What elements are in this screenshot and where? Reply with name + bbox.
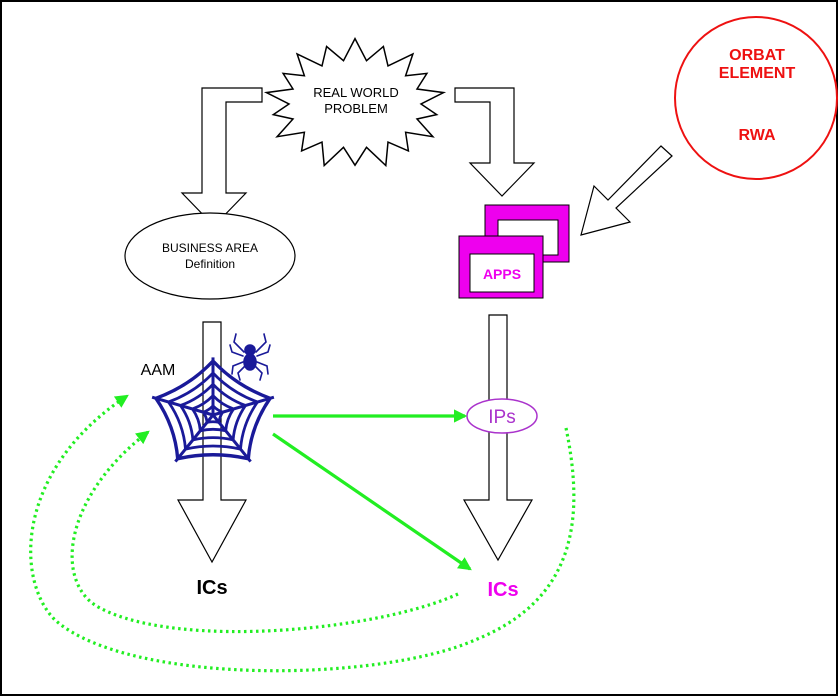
- spider-icon: [229, 333, 271, 381]
- orbat-element: ORBAT ELEMENT RWA: [674, 16, 838, 180]
- problem-label-line1: REAL WORLD: [313, 85, 398, 100]
- orbat-circle: [674, 16, 838, 180]
- web-ring: [201, 404, 225, 424]
- ics-left-label: ICs: [196, 577, 227, 599]
- business-area-label-line2: Definition: [185, 257, 235, 271]
- business-area-label-line1: BUSINESS AREA: [162, 241, 258, 255]
- web-ring: [191, 394, 235, 433]
- aam-label: AAM: [141, 362, 176, 379]
- spider-web-icon: [151, 357, 275, 463]
- business-area-ellipse: [124, 212, 296, 300]
- apps-icon: APPS: [458, 204, 570, 299]
- business-area: BUSINESS AREA Definition: [124, 212, 296, 300]
- problem-burst: REAL WORLD PROBLEM: [263, 36, 447, 168]
- arrow-problem-to-business-area: [180, 87, 263, 227]
- arrow-apps-to-ics: [462, 314, 534, 562]
- ips-label: IPs: [488, 407, 515, 428]
- orbat-label-line2: ELEMENT: [719, 65, 796, 82]
- problem-burst-shape: [263, 36, 447, 168]
- arrow-problem-to-apps: [454, 87, 536, 197]
- arrow-orbat-to-apps: [580, 145, 673, 236]
- dotted-feedback-outer: [29, 394, 576, 673]
- orbat-label-line3: RWA: [738, 127, 775, 144]
- web-ring: [154, 359, 272, 461]
- arrow-business-area-to-ics: [176, 321, 248, 564]
- ics-right-label: ICs: [487, 579, 518, 601]
- orbat-label-line1: ORBAT: [729, 47, 785, 64]
- ips-node: IPs: [466, 398, 538, 434]
- green-arrow-web-to-ics: [272, 432, 472, 571]
- problem-label-line2: PROBLEM: [324, 101, 388, 116]
- web-ring: [179, 383, 247, 442]
- web-ring: [167, 371, 259, 451]
- apps-label: APPS: [483, 266, 521, 282]
